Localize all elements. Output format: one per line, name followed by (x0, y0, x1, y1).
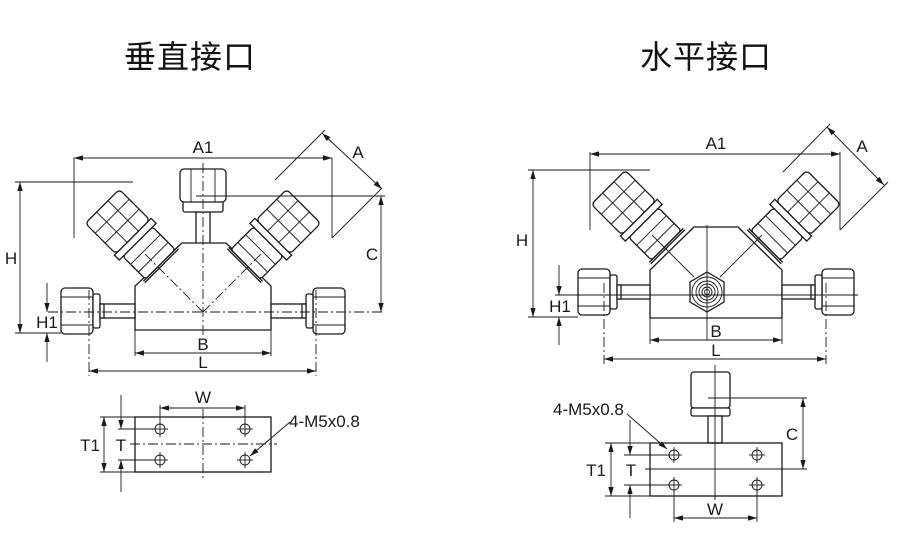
right-fitting-left (577, 268, 622, 316)
right-fitting-right (810, 268, 855, 316)
left-dim-W: W (195, 388, 211, 407)
left-fitting-right (301, 287, 346, 335)
right-dim-A1: A1 (706, 134, 727, 153)
left-thread-spec: 4-M5x0.8 (289, 412, 360, 431)
right-dim-A: A (856, 137, 868, 156)
right-dim-T1: T1 (586, 461, 606, 480)
left-dim-A1: A1 (193, 138, 214, 157)
left-dim-C: C (366, 245, 378, 264)
right-dim-B: B (710, 322, 721, 341)
right-view: A1 A H H1 B L (516, 123, 889, 522)
left-dim-L: L (198, 353, 207, 372)
left-dim-T: T (116, 436, 126, 455)
left-base-plate (130, 409, 277, 478)
left-fitting-left (60, 287, 105, 335)
right-dim-T: T (626, 461, 636, 480)
left-view: A1 A H H1 C B L (5, 129, 385, 492)
right-thread-spec: 4-M5x0.8 (553, 400, 624, 419)
left-dim-T1: T1 (80, 436, 100, 455)
right-dim-H: H (516, 231, 528, 250)
title-vertical-port: 垂直接口 (124, 38, 257, 76)
left-dim-B: B (197, 335, 208, 354)
right-dim-W: W (707, 500, 723, 519)
right-dim-C: C (786, 425, 798, 444)
right-dim-L: L (711, 341, 720, 360)
title-horizontal-port: 水平接口 (640, 38, 773, 76)
right-base-plate (645, 365, 807, 500)
left-dim-A: A (352, 143, 364, 162)
right-dim-H1: H1 (549, 297, 571, 316)
left-dim-H1: H1 (36, 313, 58, 332)
left-dim-H: H (5, 249, 17, 268)
